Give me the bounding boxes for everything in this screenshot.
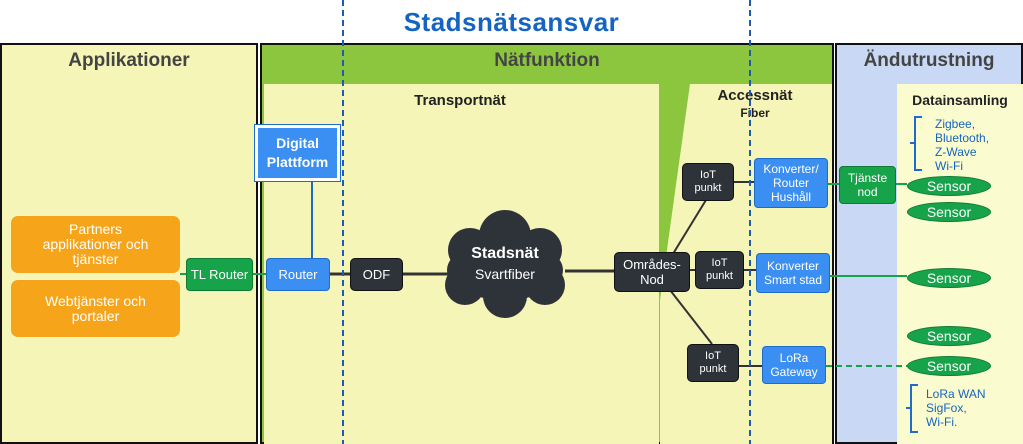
iot-point-3: IoT punkt [687, 344, 739, 382]
sensor-5: Sensor [907, 356, 991, 376]
digital-platform-box: Digital Plattform [254, 124, 341, 182]
protocol-item: Bluetooth, [935, 131, 990, 145]
end-equipment-header: Ändutrustning [863, 50, 995, 71]
access-subheader: Fiber [740, 106, 770, 120]
protocol-item: Zigbee, [935, 117, 976, 131]
protocol-item: Z-Wave [935, 145, 977, 159]
transport-header: Transportnät [414, 92, 506, 109]
odf-box: ODF [350, 258, 403, 291]
protocol-list-bottom: LoRa WAN SigFox, Wi-Fi. [926, 387, 1016, 429]
router-box: Router [266, 258, 330, 291]
web-services-box: Webtjänster och portaler [11, 280, 180, 337]
cloud-subtitle: Svartfiber [475, 266, 535, 282]
protocol-item: Wi-Fi. [926, 415, 958, 429]
sensor-3: Sensor [907, 268, 991, 288]
tl-router-box: TL Router [186, 258, 253, 291]
iot-point-1: IoT punkt [682, 163, 734, 201]
service-node-box: Tjänste nod [839, 166, 896, 204]
sensor-4: Sensor [907, 326, 991, 346]
sensor-1: Sensor [907, 176, 991, 196]
network-header: Nätfunktion [494, 50, 600, 71]
protocol-item: Wi-Fi [935, 159, 963, 173]
cloud-title: Stadsnät [471, 245, 539, 262]
converter-router-household: Konverter/ Router Hushåll [754, 158, 828, 208]
applications-header: Applikationer [68, 50, 190, 71]
lora-gateway: LoRa Gateway [762, 346, 826, 384]
access-header: Accessnät [717, 87, 793, 104]
diagram-title: Stadsnätsansvar [403, 7, 620, 37]
protocol-item: SigFox, [926, 401, 967, 415]
protocol-item: LoRa WAN [926, 387, 986, 401]
protocol-list-top: Zigbee, Bluetooth, Z-Wave Wi-Fi [935, 117, 1020, 173]
converter-smart-city: Konverter Smart stad [756, 253, 830, 293]
sensor-2: Sensor [907, 202, 991, 222]
iot-point-2: IoT punkt [695, 251, 744, 289]
data-collection-header: Datainsamling [912, 92, 1008, 108]
partners-applications-box: Partners applikationer och tjänster [11, 216, 180, 273]
area-node-box: Områdes-Nod [614, 252, 690, 292]
